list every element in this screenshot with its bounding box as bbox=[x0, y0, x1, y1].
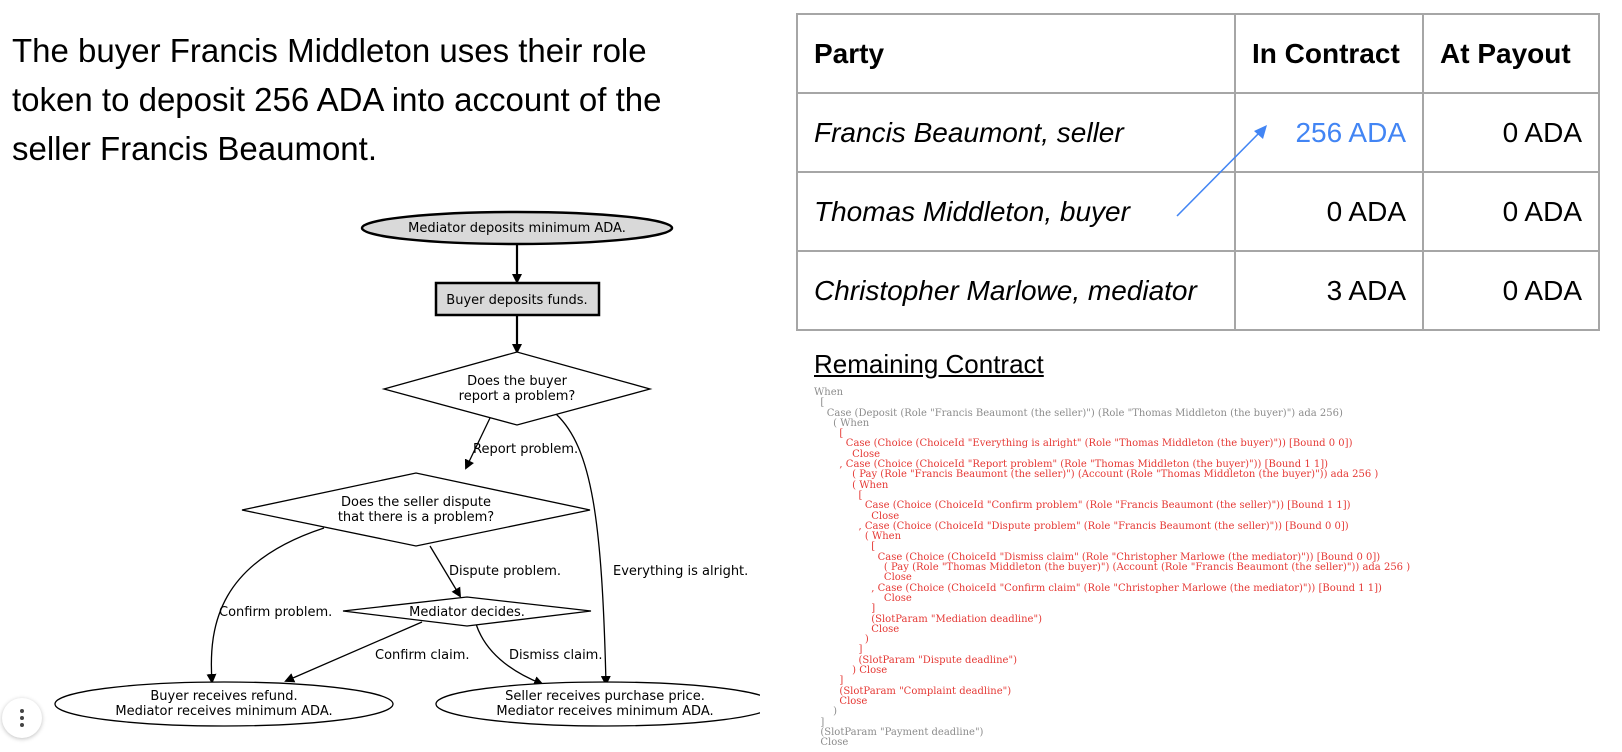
escrow-flowchart: Mediator deposits minimum ADA. Buyer dep… bbox=[54, 210, 760, 727]
code-line: ( Pay (Role "Thomas Middleton (the buyer… bbox=[883, 562, 1411, 574]
edge-everything-alright bbox=[555, 413, 611, 686]
code-line: ( Pay (Role "Francis Beaumont (the selle… bbox=[852, 469, 1379, 481]
in-contract-cell-highlighted: 256 ADA bbox=[1234, 92, 1424, 173]
code-line: ) bbox=[833, 706, 837, 718]
code-line: Case (Choice (ChoiceId "Dismiss claim" (… bbox=[877, 551, 1381, 563]
more-options-button[interactable] bbox=[2, 698, 42, 738]
flowchart-edges bbox=[206, 244, 611, 686]
code-line: ] bbox=[820, 716, 825, 728]
code-line: When bbox=[814, 387, 844, 398]
code-line: Close bbox=[883, 572, 912, 584]
code-line: Case (Choice (ChoiceId "Everything is al… bbox=[845, 438, 1353, 450]
in-contract-cell: 0 ADA bbox=[1234, 171, 1424, 252]
code-line: ) Close bbox=[852, 665, 888, 677]
edge-report-problem bbox=[464, 417, 491, 470]
code-line: [ bbox=[820, 397, 825, 409]
edge-dismiss-claim bbox=[475, 623, 544, 686]
edge-label-alright: Everything is alright. bbox=[613, 564, 748, 579]
code-line: (SlotParam "Payment deadline") bbox=[820, 726, 984, 738]
remaining-contract-title: Remaining Contract bbox=[814, 349, 1044, 379]
node-refund-label-1: Buyer receives refund. bbox=[150, 689, 297, 704]
code-line: ) bbox=[864, 634, 869, 646]
code-line: ( When bbox=[852, 479, 889, 491]
menu-dot-icon bbox=[20, 716, 24, 720]
edge-dispute-problem bbox=[429, 545, 462, 598]
edge-confirm-problem bbox=[206, 527, 325, 684]
code-line: Close bbox=[871, 623, 900, 635]
node-report-decision bbox=[381, 351, 653, 426]
code-line: (SlotParam "Mediation deadline") bbox=[871, 613, 1042, 625]
edge-confirm-claim bbox=[284, 621, 423, 683]
header-in-contract: In Contract bbox=[1234, 13, 1424, 94]
node-refund-label-2: Mediator receives minimum ADA. bbox=[115, 704, 332, 719]
party-cell: Christopher Marlowe, mediator bbox=[796, 250, 1236, 331]
header-party: Party bbox=[796, 13, 1236, 94]
code-line: [ bbox=[858, 489, 863, 501]
menu-dot-icon bbox=[20, 709, 24, 713]
node-mediator-label: Mediator decides. bbox=[409, 605, 525, 620]
ledger-table: Party In Contract At Payout Francis Beau… bbox=[796, 13, 1600, 331]
node-start-label: Mediator deposits minimum ADA. bbox=[408, 221, 626, 236]
slide-description: The buyer Francis Middleton uses their r… bbox=[12, 32, 662, 167]
code-line: Close bbox=[871, 510, 900, 522]
edge-label-dismiss-claim: Dismiss claim. bbox=[509, 648, 602, 663]
node-mediator-decision bbox=[342, 596, 592, 627]
edge-label-dispute: Dispute problem. bbox=[449, 564, 561, 579]
code-line: , Case (Choice (ChoiceId "Dispute proble… bbox=[858, 520, 1349, 532]
code-line: Close bbox=[883, 592, 912, 604]
node-deposit bbox=[434, 281, 601, 317]
code-line: , Case (Choice (ChoiceId "Report problem… bbox=[839, 459, 1329, 471]
ledger-row-seller: Francis Beaumont, seller 256 ADA 0 ADA bbox=[796, 92, 1600, 173]
code-line: Case (Choice (ChoiceId "Confirm problem"… bbox=[864, 500, 1351, 512]
edge-label-confirm-problem: Confirm problem. bbox=[219, 605, 332, 620]
node-refund bbox=[54, 681, 394, 727]
code-line: Close bbox=[852, 448, 881, 460]
node-price-label-1: Seller receives purchase price. bbox=[505, 689, 705, 704]
code-line: (SlotParam "Complaint deadline") bbox=[839, 685, 1012, 697]
in-contract-cell: 3 ADA bbox=[1234, 250, 1424, 331]
node-report-label-1: Does the buyer bbox=[467, 374, 568, 389]
code-line: Close bbox=[839, 695, 868, 707]
code-line: ] bbox=[871, 603, 876, 615]
node-report-label-2: report a problem? bbox=[459, 389, 576, 404]
ledger-header-row: Party In Contract At Payout bbox=[796, 13, 1600, 94]
node-start bbox=[360, 210, 674, 246]
at-payout-cell: 0 ADA bbox=[1422, 250, 1600, 331]
at-payout-cell: 0 ADA bbox=[1422, 171, 1600, 252]
node-deposit-label: Buyer deposits funds. bbox=[446, 293, 587, 308]
code-line: (SlotParam "Dispute deadline") bbox=[858, 654, 1017, 666]
header-at-payout: At Payout bbox=[1422, 13, 1600, 94]
ledger-row-mediator: Christopher Marlowe, mediator 3 ADA 0 AD… bbox=[796, 250, 1600, 331]
party-cell: Thomas Middleton, buyer bbox=[796, 171, 1236, 252]
code-line: ( When bbox=[833, 417, 870, 429]
node-dispute-decision bbox=[241, 472, 591, 547]
code-line: Case (Deposit (Role "Francis Beaumont (t… bbox=[826, 407, 1343, 419]
node-dispute-label-1: Does the seller dispute bbox=[341, 495, 491, 510]
node-dispute-label-2: that there is a problem? bbox=[338, 510, 494, 525]
node-purchase-price bbox=[435, 681, 760, 727]
at-payout-cell: 0 ADA bbox=[1422, 92, 1600, 173]
code-line: Close bbox=[814, 737, 849, 749]
ledger-row-buyer: Thomas Middleton, buyer 0 ADA 0 ADA bbox=[796, 171, 1600, 252]
node-price-label-2: Mediator receives minimum ADA. bbox=[496, 704, 713, 719]
code-line: ( When bbox=[864, 531, 902, 543]
code-line: , Case (Choice (ChoiceId "Confirm claim"… bbox=[871, 582, 1382, 594]
menu-dot-icon bbox=[20, 723, 24, 727]
edge-label-report: Report problem. bbox=[473, 442, 578, 457]
code-line: [ bbox=[871, 541, 876, 553]
remaining-contract-code: When [ Case (Deposit (Role "Francis Beau… bbox=[814, 387, 1411, 749]
code-line: ] bbox=[858, 644, 863, 656]
code-line: [ bbox=[839, 428, 844, 440]
code-line: ] bbox=[839, 675, 844, 687]
party-cell: Francis Beaumont, seller bbox=[796, 92, 1236, 173]
edge-label-confirm-claim: Confirm claim. bbox=[375, 648, 470, 663]
